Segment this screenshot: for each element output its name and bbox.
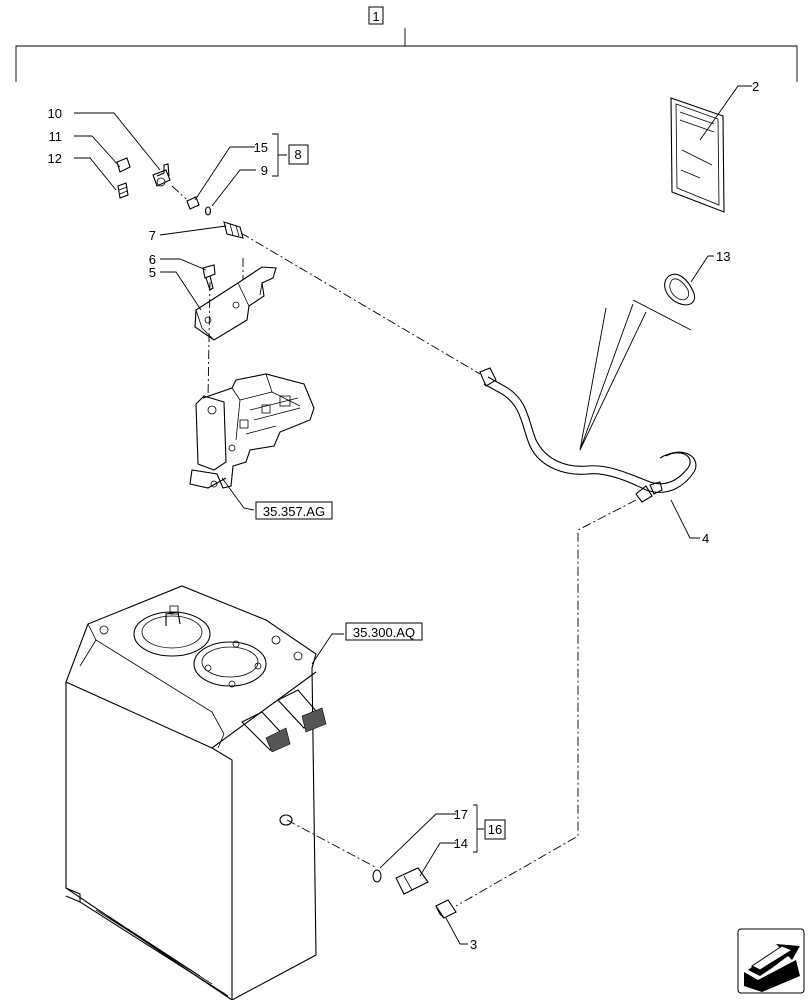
- fitting-group-left: [74, 112, 171, 199]
- tank-ref-box[interactable]: [345, 622, 423, 641]
- callout-9: 9: [261, 163, 268, 178]
- assembly-item-number: 1: [372, 9, 379, 24]
- kit-8-box: [288, 144, 309, 165]
- tank-ref-link[interactable]: 35.300.AQ: [353, 625, 415, 640]
- kit-16-number: 16: [488, 822, 502, 837]
- callout-10: 10: [48, 106, 62, 121]
- kit-16-box: [484, 819, 506, 840]
- callout-7: 7: [149, 228, 156, 243]
- tank-fittings: 16: [372, 804, 506, 945]
- callout-13: 13: [716, 249, 730, 264]
- valve-block-ref-box[interactable]: [255, 501, 333, 520]
- adapter-7: [159, 221, 244, 239]
- callout-11: 11: [49, 129, 63, 144]
- kit-8-number: 8: [294, 147, 301, 162]
- callout-2: 2: [752, 79, 759, 94]
- valve-block-assembly: 35.357.AG: [189, 373, 333, 520]
- o-ring-13: [664, 255, 714, 306]
- callout-12: 12: [48, 151, 62, 166]
- assembly-item-box: [368, 6, 384, 25]
- hydraulic-tank: 35.300.AQ: [65, 585, 423, 1000]
- callout-3: 3: [470, 937, 477, 952]
- callout-labels: 2 10 11 12 15 9 7 6 5 13 4 17 14 3: [48, 79, 760, 952]
- callout-6: 6: [149, 252, 156, 267]
- callout-5: 5: [149, 265, 156, 280]
- callout-4: 4: [702, 531, 709, 546]
- valve-block-ref-link[interactable]: 35.357.AG: [263, 504, 325, 519]
- next-page-arrow-icon[interactable]: [737, 928, 805, 994]
- callout-17: 17: [454, 807, 468, 822]
- hose-4: [479, 299, 700, 539]
- bracket-5-with-bolt-6: [160, 258, 277, 341]
- callout-15: 15: [254, 140, 268, 155]
- assembly-bracket: 1: [15, 6, 798, 82]
- fitting-15-and-seal-9: 8: [186, 133, 309, 216]
- callout-14: 14: [454, 836, 468, 851]
- manual-booklet: [670, 85, 752, 213]
- assembly-centerlines: [171, 185, 637, 907]
